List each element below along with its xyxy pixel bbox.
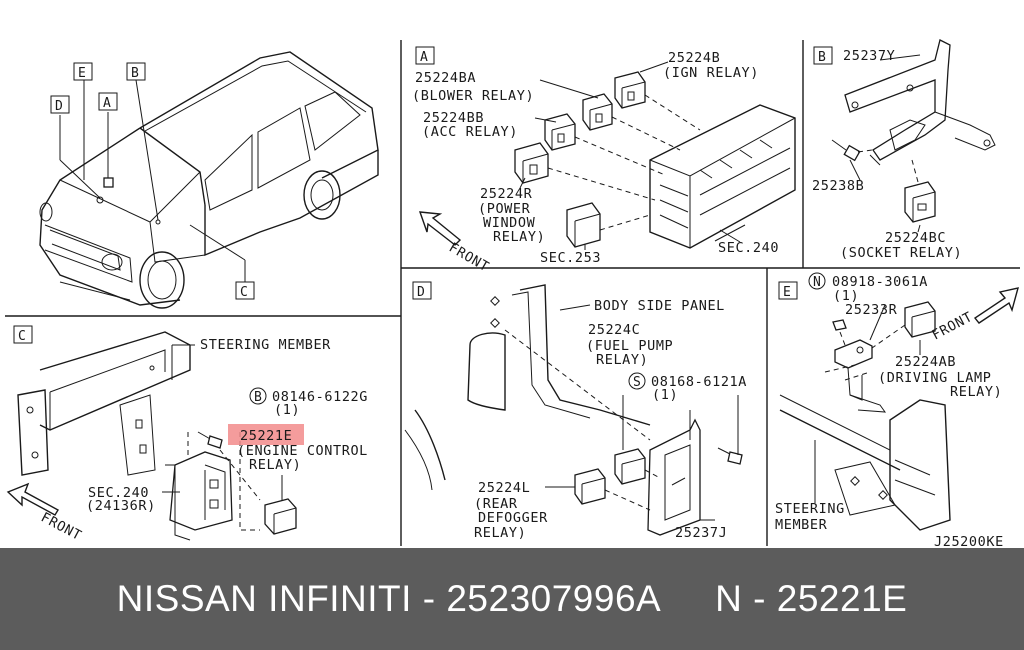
section-a-sec240: SEC.240 <box>718 240 779 256</box>
power-window-relay-part <box>514 142 549 184</box>
sec253-relay-part <box>566 202 601 248</box>
bolt-25238b-part <box>831 139 861 162</box>
acc-relay-number: 25224BB <box>423 110 484 126</box>
engine-control-relay-part <box>264 498 297 535</box>
pw-relay-line3: RELAY) <box>493 229 545 245</box>
ign-relay-name: (IGN RELAY) <box>663 65 759 81</box>
callout-c: C <box>240 285 248 300</box>
section-a: A <box>412 46 796 276</box>
section-c-letter: C <box>18 329 26 344</box>
steering-member-e-line1: STEERING <box>775 501 845 517</box>
screw-circle-s: S <box>633 375 641 390</box>
section-a-sec253: SEC.253 <box>540 250 601 266</box>
bolt-08146-part <box>197 431 223 449</box>
panel-dividers <box>5 40 1020 546</box>
nut-circle-n: N <box>813 275 821 290</box>
bracket-25233r-number: 25233R <box>845 302 898 318</box>
section-c: C FRONT STE <box>6 325 368 544</box>
section-c-sec240-sub: (24136R) <box>86 498 156 514</box>
blower-relay-number: 25224BA <box>415 70 476 86</box>
acc-relay-part <box>544 113 576 151</box>
blower-relay-part <box>582 93 613 131</box>
bolt-circle-b: B <box>254 390 262 405</box>
fuel-pump-relay-part <box>614 448 646 485</box>
engine-control-relay-number: 25221E <box>240 428 292 444</box>
rear-defogger-relay-line1: (REAR <box>474 496 518 512</box>
section-a-front: FRONT <box>446 240 492 276</box>
section-b-letter: B <box>818 50 826 65</box>
callout-e: E <box>78 66 86 81</box>
callout-a: A <box>103 96 111 111</box>
acc-relay-name: (ACC RELAY) <box>422 124 518 140</box>
bracket-25237j-number: 25237J <box>675 525 727 541</box>
section-c-sec240: SEC.240 <box>88 485 149 501</box>
footer-separator-1: - <box>411 578 447 619</box>
footer-oem-number: 252307996A <box>446 578 662 619</box>
fuel-pump-relay-line1: (FUEL PUMP <box>586 338 673 354</box>
socket-relay-name: (SOCKET RELAY) <box>840 245 962 261</box>
footer-banner: NISSAN INFINITI - 252307996A N - 25221E <box>0 548 1024 650</box>
bracket-25237y-number: 25237Y <box>843 48 895 64</box>
callout-d: D <box>55 99 63 114</box>
diagram-id-code: J25200KE <box>934 534 1004 548</box>
blower-relay-name: (BLOWER RELAY) <box>412 88 534 104</box>
screw-08168-part <box>717 395 743 465</box>
footer-ref-number: 25221E <box>776 578 908 619</box>
socket-relay-part <box>904 181 936 223</box>
footer-ref-prefix: N <box>715 578 743 619</box>
footer-spacer <box>661 578 715 620</box>
part-number-highlight <box>228 424 304 445</box>
nut-08918-qty: (1) <box>833 288 859 304</box>
ign-relay-number: 25224B <box>668 50 720 66</box>
car-callout-labels: E B D A C <box>50 62 255 300</box>
rear-defogger-relay-part <box>574 468 606 505</box>
fuel-pump-relay-line2: RELAY) <box>596 352 648 368</box>
bolt-08146-qty: (1) <box>274 402 300 418</box>
nut-08918-number: 08918-3061A <box>832 274 928 290</box>
rear-defogger-relay-line2: DEFOGGER <box>478 510 548 526</box>
car-overview <box>39 51 379 309</box>
footer-separator-2: - <box>742 578 777 619</box>
ign-relay-part <box>614 71 646 109</box>
steering-member-e-line2: MEMBER <box>775 517 828 533</box>
section-e: E FRONT N 08918-3061A <box>775 272 1019 533</box>
rear-defogger-relay-number: 25224L <box>478 480 530 496</box>
driving-lamp-relay-part <box>904 301 936 338</box>
engine-control-relay-line1: (ENGINE CONTROL <box>237 443 368 459</box>
bolt-08146-number: 08146-6122G <box>272 389 368 405</box>
screw-08168-number: 08168-6121A <box>651 374 747 390</box>
pw-relay-line2: WINDOW <box>483 215 536 231</box>
pw-relay-number: 25224R <box>480 186 533 202</box>
driving-lamp-relay-line2: RELAY) <box>950 384 1002 400</box>
driving-lamp-relay-number: 25224AB <box>895 354 956 370</box>
section-e-front: FRONT <box>929 309 975 344</box>
callout-b: B <box>131 66 139 81</box>
pw-relay-line1: (POWER <box>478 201 531 217</box>
parts-diagram: E B D A C A <box>5 39 1020 548</box>
body-side-panel-label: BODY SIDE PANEL <box>594 298 725 314</box>
section-e-letter: E <box>783 285 791 300</box>
rear-defogger-relay-line3: RELAY) <box>474 525 526 541</box>
section-b: B 25237Y 25238B 25224BC (SOCKET RELAY) <box>812 39 996 261</box>
driving-lamp-relay-line1: (DRIVING LAMP <box>878 370 991 386</box>
nut-08918-part <box>832 319 847 331</box>
section-d-letter: D <box>417 285 425 300</box>
engine-control-relay-line2: RELAY) <box>249 457 301 473</box>
section-a-letter: A <box>420 50 428 65</box>
screw-08168-qty: (1) <box>652 387 678 403</box>
footer-brand: NISSAN INFINITI <box>116 578 412 619</box>
fuel-pump-relay-number: 25224C <box>588 322 640 338</box>
section-c-front: FRONT <box>38 509 84 544</box>
steering-member-label: STEERING MEMBER <box>200 337 331 353</box>
bolt-25238b-number: 25238B <box>812 178 864 194</box>
section-d: D <box>404 281 747 541</box>
socket-relay-number: 25224BC <box>885 230 946 246</box>
